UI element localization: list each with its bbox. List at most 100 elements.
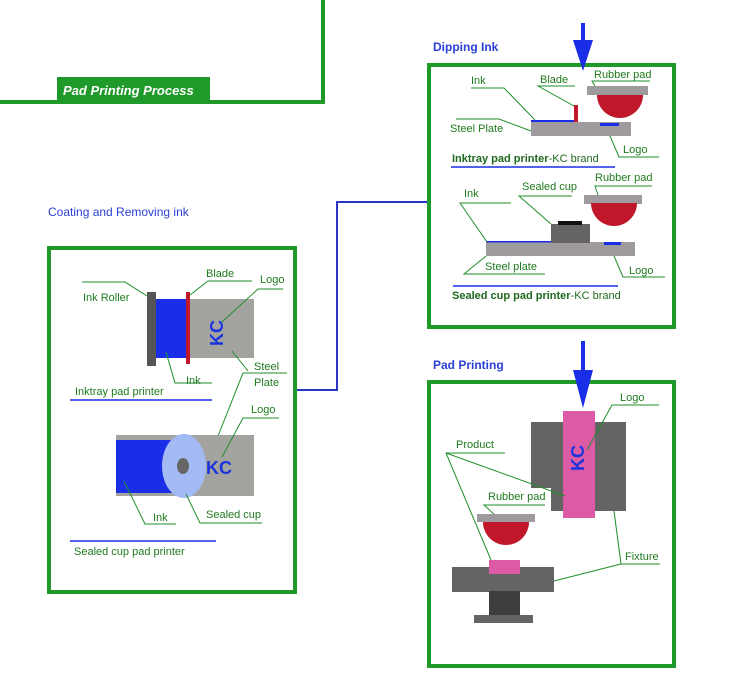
- connector-line: [297, 201, 427, 391]
- leader-rubber-pad: [482, 504, 545, 516]
- title-frame: Pad Printing Process: [0, 0, 325, 104]
- label-steel: Steel: [254, 361, 279, 373]
- ink-layer: [486, 241, 551, 243]
- label-ink: Ink: [153, 512, 168, 524]
- logo-kc: KC: [207, 320, 227, 346]
- arrow-down-icon: [573, 370, 593, 408]
- coating-inktray-diagram: KC Ink Roller Blade Logo Ink Steel Plate…: [70, 268, 287, 437]
- blade: [186, 292, 190, 364]
- caption-bold: Inktray pad printer: [452, 153, 549, 165]
- leader-rubber-pad: [594, 185, 652, 196]
- caption-sealed-printer: Sealed cup pad printer: [74, 546, 185, 558]
- label-logo: Logo: [623, 144, 647, 156]
- leader-fixture-2: [553, 563, 622, 582]
- leader-ink: [165, 351, 212, 384]
- logo-kc: KC: [206, 458, 232, 478]
- label-plate: Plate: [254, 377, 279, 389]
- leader-sealed-cup: [185, 493, 262, 524]
- leader-logo: [609, 135, 659, 158]
- fixture-stem: [489, 591, 520, 616]
- blade: [574, 105, 578, 122]
- leader-blade: [536, 85, 575, 107]
- coating-panel: [47, 246, 297, 594]
- label-rubber-pad: Rubber pad: [594, 69, 652, 81]
- sealed-cup-top: [558, 221, 582, 225]
- printing-diagram: KC Logo Product Rubber pad Fixture: [445, 392, 660, 623]
- ink-layer: [531, 120, 574, 122]
- logo-kc: KC: [568, 445, 588, 471]
- label-steel-plate: Steel plate: [485, 261, 537, 273]
- dipping-sealed-diagram: Ink Sealed cup Rubber pad Steel plate Lo…: [452, 172, 665, 302]
- leader-ink-roller: [82, 281, 148, 297]
- leader-logo: [613, 255, 665, 278]
- logo-etch: [604, 242, 621, 245]
- down-arrow-printing: [573, 341, 593, 408]
- label-rubber-pad: Rubber pad: [488, 491, 546, 503]
- leader-steel-plate-top: [231, 350, 249, 372]
- down-arrow-dipping: [573, 23, 593, 71]
- label-ink: Ink: [471, 75, 486, 87]
- leader-steel-plate: [462, 255, 545, 275]
- caption-inktray-printer: Inktray pad printer: [75, 386, 164, 398]
- leader-ink: [471, 87, 536, 121]
- label-sealed-cup: Sealed cup: [522, 181, 577, 193]
- rubber-pad: [483, 522, 529, 545]
- leader-product-2: [445, 452, 492, 561]
- rubber-pad: [597, 95, 643, 118]
- steel-plate: [190, 299, 254, 358]
- rubber-pad-holder: [587, 86, 648, 95]
- dipping-inktray-diagram: Ink Blade Rubber pad Steel Plate Logo In…: [450, 69, 659, 168]
- label-steel-plate: Steel Plate: [450, 123, 503, 135]
- label-logo: Logo: [251, 404, 275, 416]
- caption-inktray-printer: Inktray pad printer-KC brand: [452, 153, 599, 165]
- title-banner: [57, 77, 210, 102]
- leader-steel-plate: [456, 118, 532, 132]
- caption-brand: -KC brand: [571, 290, 621, 302]
- rubber-pad-holder: [477, 514, 535, 522]
- ink-area: [156, 299, 187, 358]
- label-sealed-cup: Sealed cup: [206, 509, 261, 521]
- label-ink: Ink: [186, 375, 201, 387]
- dipping-heading: Dipping Ink: [433, 40, 499, 54]
- label-ink: Ink: [464, 188, 479, 200]
- label-logo: Logo: [260, 274, 284, 286]
- leader-steel-plate: [217, 372, 287, 437]
- leader-ink: [123, 480, 176, 525]
- logo-etch: [600, 123, 619, 126]
- fixture-base: [474, 615, 533, 623]
- label-logo: Logo: [620, 392, 644, 404]
- label-blade: Blade: [540, 74, 568, 86]
- rubber-pad-holder: [584, 195, 642, 204]
- ink-roller: [147, 292, 156, 366]
- leader-rubber-pad: [591, 80, 650, 87]
- leader-logo: [221, 288, 283, 323]
- dipping-panel: [427, 63, 676, 329]
- page-title: Pad Printing Process: [63, 83, 194, 98]
- printing-panel: [427, 380, 676, 668]
- label-fixture: Fixture: [625, 551, 659, 563]
- leader-logo: [221, 417, 279, 458]
- caption-bold: Sealed cup pad printer: [452, 290, 571, 302]
- steel-plate: [486, 242, 635, 256]
- printing-pad: [563, 411, 595, 518]
- label-ink-roller: Ink Roller: [83, 292, 130, 304]
- caption-sealed-printer: Sealed cup pad printer-KC brand: [452, 290, 621, 302]
- printing-heading: Pad Printing: [433, 358, 504, 372]
- sealed-cup-center: [177, 458, 189, 474]
- leader-ink: [459, 202, 511, 243]
- leader-logo: [586, 404, 659, 451]
- label-rubber-pad: Rubber pad: [595, 172, 653, 184]
- arrow-shaft: [581, 341, 585, 371]
- label-product: Product: [456, 439, 494, 451]
- leader-sealed-cup: [517, 195, 572, 225]
- arrow-shaft: [581, 23, 585, 41]
- product: [489, 560, 520, 574]
- coating-sealed-diagram: KC Logo Ink Sealed cup Sealed cup pad pr…: [70, 404, 279, 558]
- rubber-pad: [591, 203, 637, 226]
- caption-brand: -KC brand: [549, 153, 599, 165]
- leader-blade: [189, 280, 252, 296]
- label-blade: Blade: [206, 268, 234, 280]
- label-logo: Logo: [629, 265, 653, 277]
- arrow-down-icon: [573, 40, 593, 71]
